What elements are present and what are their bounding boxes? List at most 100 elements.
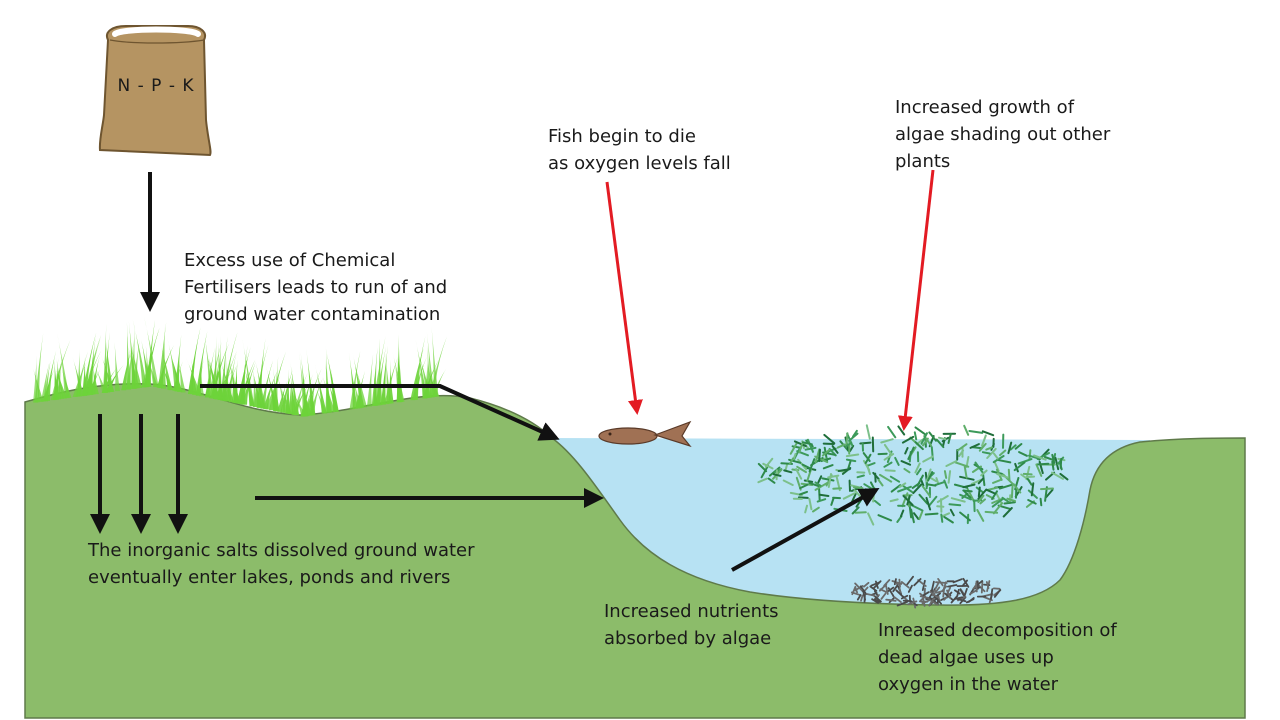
algae-strand	[850, 493, 857, 503]
algae-strand	[801, 463, 811, 469]
algae-strand	[916, 474, 924, 487]
grass-blade	[288, 377, 294, 415]
algae-strand	[927, 471, 934, 482]
algae-strand	[797, 496, 809, 499]
algae-strand	[1054, 457, 1060, 471]
grass-blade	[72, 362, 87, 398]
grass-blade	[385, 353, 392, 404]
algae-strand	[883, 443, 893, 456]
algae-strand	[956, 443, 968, 452]
grass-blade	[429, 336, 447, 398]
algae-strand	[907, 446, 915, 460]
algae-strand	[935, 477, 940, 485]
grass-blade	[56, 362, 62, 400]
algae-strand	[962, 489, 973, 493]
dead-algae-strand	[950, 595, 958, 604]
algae-strand	[1007, 441, 1013, 455]
dead-algae-strand	[922, 591, 930, 597]
algae-strand	[922, 437, 929, 447]
algae-strand	[968, 430, 984, 434]
fertiliser-runoff-label: Excess use of Chemical Fertilisers leads…	[184, 250, 448, 325]
dead-algae-strand	[928, 596, 939, 605]
algae-strand	[979, 498, 986, 505]
dead-algae-strand	[985, 581, 990, 589]
algae-strand	[963, 424, 970, 436]
algae-strand	[889, 475, 901, 483]
algae-strand	[940, 513, 944, 523]
algae-strand	[898, 482, 907, 488]
algae-strand	[798, 490, 808, 496]
algae-strand	[836, 443, 846, 449]
dead-algae-strand	[854, 582, 864, 593]
grass-blade	[277, 380, 288, 412]
algae-strand	[1002, 507, 1013, 518]
algae-strand	[841, 467, 852, 475]
algae-strand	[925, 496, 932, 511]
algae-strand	[806, 438, 814, 453]
grass-blade	[352, 351, 365, 408]
algae-strand	[943, 470, 948, 479]
grass-blade	[81, 332, 97, 396]
algae-strand	[993, 460, 1000, 472]
algae-strand	[1051, 471, 1064, 480]
grass-blade	[233, 359, 239, 404]
grass-blade	[242, 361, 257, 405]
dead-algae-strand	[885, 585, 889, 595]
algae-strand	[977, 494, 985, 503]
dead-algae-strand	[990, 588, 994, 600]
algae-strand	[902, 495, 914, 506]
grass-blade	[87, 337, 96, 395]
grass-blade	[375, 346, 387, 406]
grass-blade	[105, 337, 114, 393]
land	[24, 382, 1246, 719]
dead-algae-strand	[880, 592, 887, 600]
algae-bloom	[757, 424, 1069, 526]
dead-algae-strand	[907, 600, 918, 606]
algae-strand	[991, 470, 1003, 475]
dead-algae-strand	[860, 594, 864, 602]
algae-strand	[804, 504, 808, 514]
algae-strand	[796, 465, 807, 474]
algae-strand	[977, 488, 988, 500]
grass-blade	[126, 322, 132, 390]
dead-algae-strand	[946, 589, 952, 600]
algae-strand	[1035, 463, 1043, 477]
algae-strand	[1051, 453, 1056, 464]
grass-blade	[45, 350, 57, 401]
algae-strand	[1059, 472, 1069, 481]
algae-strand	[827, 473, 832, 488]
algae-strand	[867, 462, 876, 467]
algae-strand	[985, 488, 996, 495]
algae-strand	[981, 430, 995, 437]
algae-strand	[912, 483, 923, 495]
algae-strand	[981, 434, 987, 447]
dead-algae-strand	[898, 578, 901, 588]
dead-algae-sediment	[851, 575, 1002, 609]
algae-strand	[998, 483, 1013, 490]
dead-algae-strand	[874, 598, 881, 603]
algae-strand	[992, 455, 1005, 464]
algae-strand	[847, 460, 852, 470]
grass-blade	[50, 339, 71, 401]
algae-strand	[1003, 501, 1016, 505]
grass-blade	[54, 366, 67, 399]
algae-strand	[986, 447, 997, 459]
algae-strand	[802, 441, 813, 446]
dead-algae-strand	[896, 600, 909, 607]
dead-algae-strand	[919, 595, 926, 603]
algae-strand	[817, 475, 823, 484]
grass-blade	[43, 360, 51, 402]
algae-strand	[938, 436, 947, 441]
algae-strand	[918, 493, 929, 505]
algae-strand	[845, 453, 860, 458]
dead-algae-strand	[930, 580, 935, 593]
decomposition-label: Inreased decomposition of dead algae use…	[878, 620, 1117, 695]
grass-blade	[268, 351, 287, 411]
grass-blade	[314, 364, 327, 414]
dead-algae-strand	[854, 586, 858, 594]
algae-strand	[795, 468, 803, 480]
grass-blade	[304, 368, 322, 417]
grass-blade	[132, 319, 148, 388]
algae-strand	[862, 459, 871, 471]
algae-strand	[903, 467, 911, 474]
